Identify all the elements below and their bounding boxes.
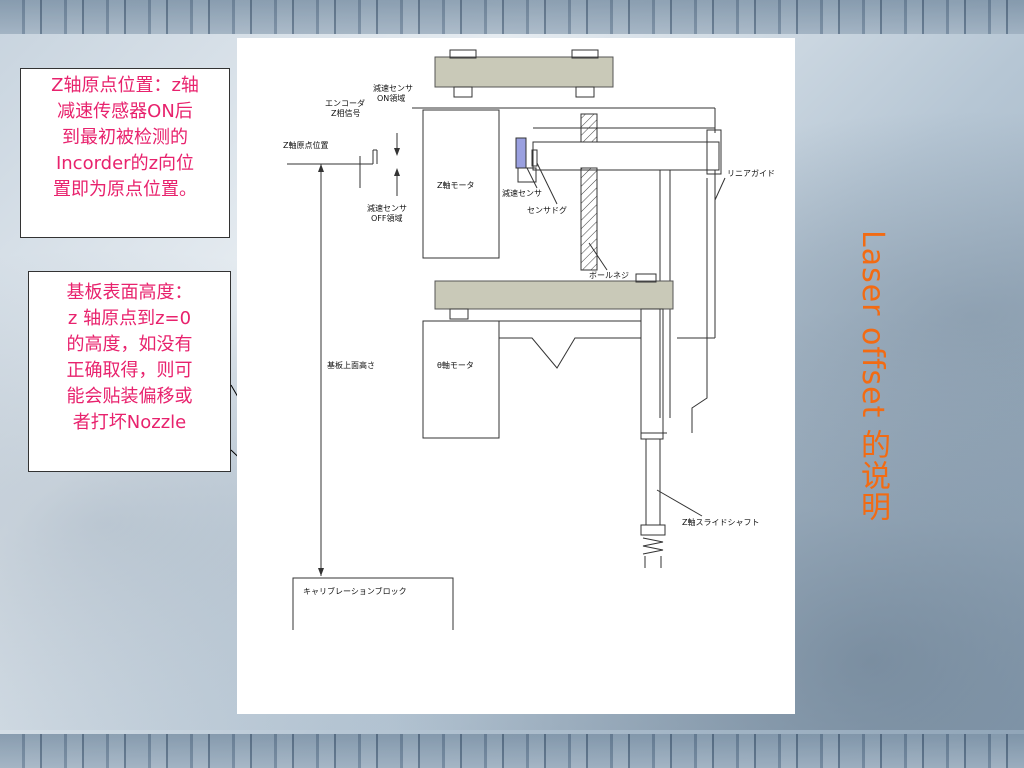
ball-screw-lower (580, 167, 598, 271)
leader-sensor-dog (536, 162, 558, 205)
note-board-height: 基板表面高度： z 轴原点到z=0 的高度，如没有 正确取得，则可 能会贴装偏移… (28, 271, 231, 472)
slide-title: Laser offset 的说明 (855, 230, 890, 522)
theta-motor-label: θ軸モータ (437, 360, 474, 370)
note-board-line-2: z 轴原点到z=0 (67, 308, 192, 329)
encoder-label-2: Z相信号 (331, 108, 360, 118)
note-home-line-3: 到最初被检测的 (62, 127, 188, 148)
top-pulley-left (449, 49, 477, 59)
sensor-dog-label: センサドグ (527, 205, 567, 215)
note-board-line-3: 的高度，如没有 (66, 334, 193, 355)
dimension-arrow-bottom-icon (318, 568, 324, 576)
decel-sensor-label: 減速センサ (502, 188, 542, 198)
ball-screw-label: ボールネジ (589, 271, 629, 280)
top-pulley-right (571, 49, 599, 59)
note-home-position: Z轴原点位置：z轴 减速传感器ON后 到最初被检测的 Incorder的z向位 … (20, 68, 230, 238)
carriage-arm (532, 141, 720, 171)
note-board-line-4: 正确取得，则可 (66, 360, 193, 381)
z-motor-body (422, 109, 500, 259)
note-home-line-2: 减速传感器ON后 (57, 101, 193, 122)
leader-linear-guide (714, 177, 726, 201)
top-bearing-left (453, 86, 473, 98)
slide-shaft-lower (645, 438, 661, 526)
mid-pulley-right (635, 273, 657, 283)
note-home-line-4: Incorder的z向位 (55, 153, 195, 174)
top-bearing-right (575, 86, 595, 98)
calibration-block-label: キャリブレーションブロック (303, 586, 407, 596)
mechanism-diagram: Z軸モータ θ軸モータ (237, 38, 795, 714)
note-home-line-1: Z轴原点位置：z轴 (51, 75, 199, 96)
theta-motor-body (422, 320, 500, 439)
z-home-label: Z軸原点位置 (283, 140, 328, 150)
encoder-label-1: エンコーダ (325, 98, 365, 108)
carriage-end-block (706, 129, 722, 175)
middle-belt (434, 280, 674, 310)
note-board-line-1: 基板表面高度： (66, 282, 193, 303)
nozzle-collar (640, 524, 666, 536)
note-home-line-5: 置即为原点位置。 (53, 179, 197, 200)
calibration-block (292, 577, 454, 630)
linear-guide-label: リニアガイド (727, 168, 775, 178)
arrow-up-icon (394, 168, 400, 176)
z-motor-label: Z軸モータ (437, 180, 474, 190)
note-board-line-6: 者打坏Nozzle (72, 412, 187, 433)
leader-ball-screw (588, 242, 608, 271)
arrow-down-icon (394, 148, 400, 156)
nozzle-spring (642, 537, 664, 555)
board-height-label: 基板上面高さ (327, 360, 375, 370)
decel-sensor-block (515, 137, 527, 169)
sensor-dog (531, 149, 538, 167)
theta-housing-right (677, 337, 708, 433)
decel-off-label-1: 減速センサ (367, 203, 407, 213)
dimension-arrow-top-icon (318, 164, 324, 172)
leader-slide-shaft (656, 489, 703, 517)
note-board-line-5: 能会贴装偏移或 (66, 386, 193, 407)
mechanism-svg: Z軸モータ θ軸モータ (283, 49, 775, 630)
leader-decel-sensor (526, 167, 538, 189)
top-belt (434, 56, 614, 88)
decel-on-label-2: ON領域 (377, 93, 405, 103)
z-slide-shaft-label: Z軸スライドシャフト (682, 517, 759, 527)
decorative-top-band (0, 0, 1024, 34)
decorative-bottom-band (0, 734, 1024, 768)
decel-on-label-1: 減速センサ (373, 83, 413, 93)
theta-bracket (499, 337, 641, 369)
mid-bearing-left (449, 308, 469, 320)
decel-off-label-2: OFF領域 (371, 213, 403, 223)
